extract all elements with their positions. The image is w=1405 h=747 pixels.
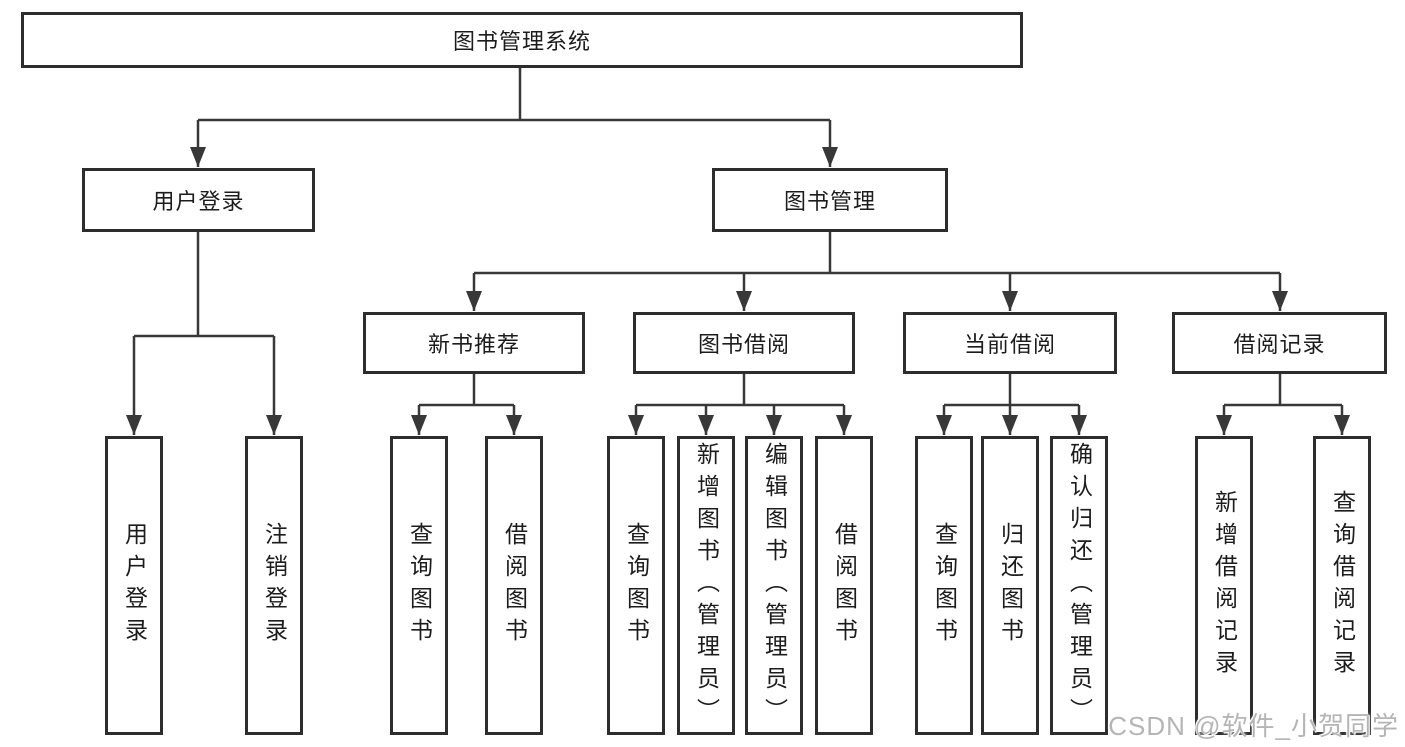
node-label: 图书借阅 xyxy=(697,332,790,357)
node-label: 借阅记录 xyxy=(1233,332,1326,357)
node-book-borrow: 图书借阅 xyxy=(633,312,855,374)
node-label: 当前借阅 xyxy=(963,332,1056,357)
node-user-login: 用户登录 xyxy=(82,168,315,232)
leaf-recommend-borrow-book: 借阅图书 xyxy=(485,436,543,735)
leaf-borrow-book: 借阅图书 xyxy=(815,436,873,735)
csdn-watermark: CSDN @软件_小贺同学 xyxy=(1108,711,1399,741)
node-library-system-root: 图书管理系统 xyxy=(21,12,1023,68)
node-borrow-record: 借阅记录 xyxy=(1172,312,1387,374)
node-new-book-recommend: 新书推荐 xyxy=(363,312,585,374)
leaf-add-book-admin: 新增图书（管理员） xyxy=(677,436,735,735)
node-label: 用户登录 xyxy=(121,521,148,650)
node-label: 新书推荐 xyxy=(427,332,520,357)
leaf-edit-book-admin: 编辑图书（管理员） xyxy=(745,436,803,735)
leaf-current-query-book: 查询图书 xyxy=(915,436,973,735)
node-label: 查询借阅记录 xyxy=(1329,489,1356,682)
leaf-return-book: 归还图书 xyxy=(981,436,1039,735)
leaf-add-borrow-record: 新增借阅记录 xyxy=(1195,436,1253,735)
node-label: 查询图书 xyxy=(623,521,650,650)
node-label: 查询图书 xyxy=(931,521,958,650)
node-label: 借阅图书 xyxy=(831,521,858,650)
node-book-management: 图书管理 xyxy=(712,168,948,232)
leaf-confirm-return-admin: 确认归还（管理员） xyxy=(1050,436,1108,735)
leaf-query-borrow-record: 查询借阅记录 xyxy=(1313,436,1371,735)
node-label: 编辑图书（管理员） xyxy=(761,441,788,730)
node-label: 借阅图书 xyxy=(501,521,528,650)
node-current-borrow: 当前借阅 xyxy=(903,312,1117,374)
node-label: 确认归还（管理员） xyxy=(1066,441,1093,730)
node-label: 归还图书 xyxy=(997,521,1024,650)
node-label: 查询图书 xyxy=(406,521,433,650)
node-label: 用户登录 xyxy=(152,189,245,214)
leaf-recommend-query-book: 查询图书 xyxy=(390,436,448,735)
node-label: 新增借阅记录 xyxy=(1211,489,1238,682)
node-label: 图书管理 xyxy=(783,189,876,214)
node-label: 新增图书（管理员） xyxy=(693,441,720,730)
leaf-borrow-query-book: 查询图书 xyxy=(607,436,665,735)
node-label: 注销登录 xyxy=(261,521,288,650)
leaf-logout: 注销登录 xyxy=(245,436,303,735)
node-label: 图书管理系统 xyxy=(452,29,591,54)
leaf-user-login: 用户登录 xyxy=(105,436,163,735)
